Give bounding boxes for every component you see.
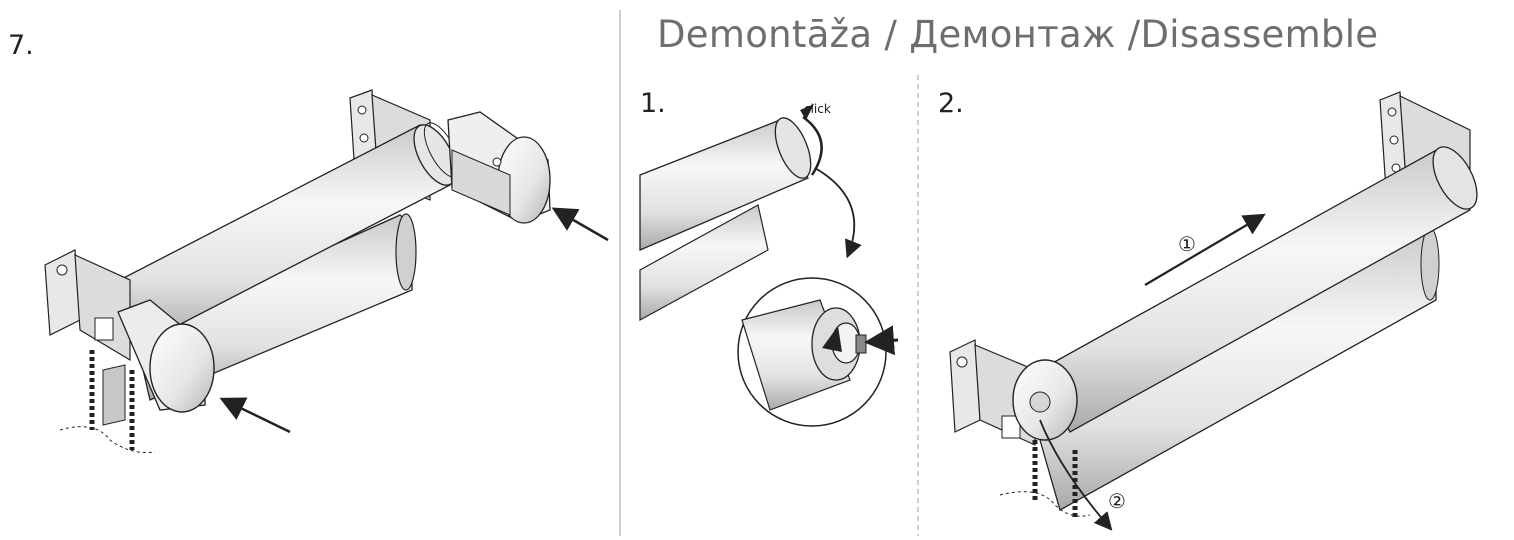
click-label: click xyxy=(804,102,831,116)
step-1-label: 1. xyxy=(640,88,666,119)
step2-illustration xyxy=(949,91,1478,531)
step-2-label: 2. xyxy=(938,88,964,119)
step1-illustration xyxy=(639,104,899,427)
step-7-label: 7. xyxy=(8,30,34,61)
disassemble-title: Demontāža / Демонтаж /Disassemble xyxy=(657,13,1379,56)
order-2-marker: ② xyxy=(1108,489,1126,513)
step7-illustration xyxy=(44,89,609,453)
order-1-marker: ① xyxy=(1178,232,1196,256)
